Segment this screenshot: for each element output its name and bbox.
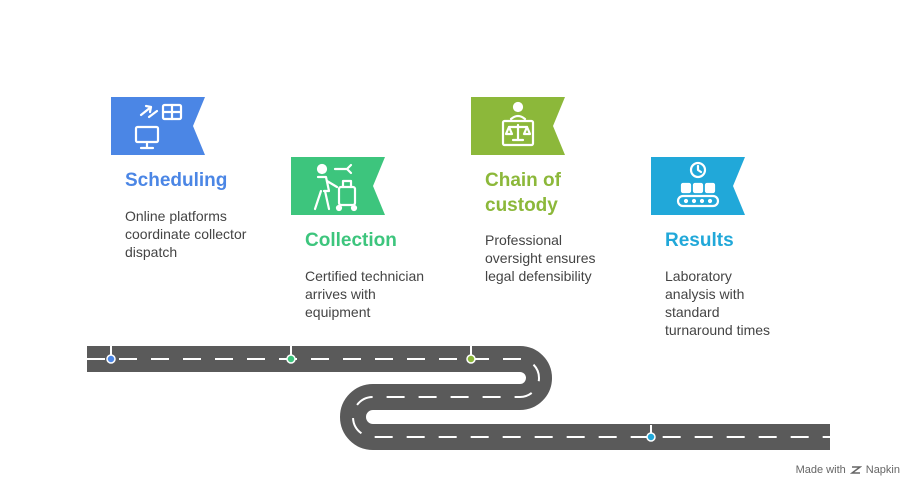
banner-results: [651, 157, 745, 215]
banner-scheduling: [111, 97, 205, 155]
step-description-scheduling: Online platforms coordinate collector di…: [125, 208, 247, 260]
banner-collection: [291, 157, 385, 215]
milestone-marker-collection: [286, 346, 296, 364]
step-description-results: Laboratory analysis with standard turnar…: [665, 268, 771, 338]
made-with-napkin-footer: Made with Napkin: [796, 464, 900, 476]
step-description-collection: Certified technician arrives with equipm…: [305, 268, 425, 320]
lab-clock-icon: [676, 161, 720, 208]
step-description-chain-of-custody: Professional oversight ensures legal def…: [485, 232, 596, 284]
technician-equipment-icon: [313, 163, 358, 212]
napkin-brand-label: Napkin: [865, 464, 900, 476]
milestone-marker-chain-of-custody: [466, 346, 476, 364]
step-title-chain-of-custody: Chain of custody: [485, 170, 561, 216]
road-lane-dashes: [87, 358, 830, 438]
milestone-marker-scheduling: [106, 346, 116, 364]
judge-scales-icon: [501, 101, 535, 147]
napkin-logo-icon: [849, 466, 862, 474]
step-title-scheduling: Scheduling: [125, 170, 228, 191]
banner-chain-of-custody: [471, 97, 565, 155]
step-title-collection: Collection: [305, 230, 397, 251]
scheduling-monitor-icon: [134, 103, 183, 150]
step-title-results: Results: [665, 230, 734, 251]
made-with-label: Made with: [795, 464, 846, 476]
milestone-marker-results: [646, 425, 656, 442]
